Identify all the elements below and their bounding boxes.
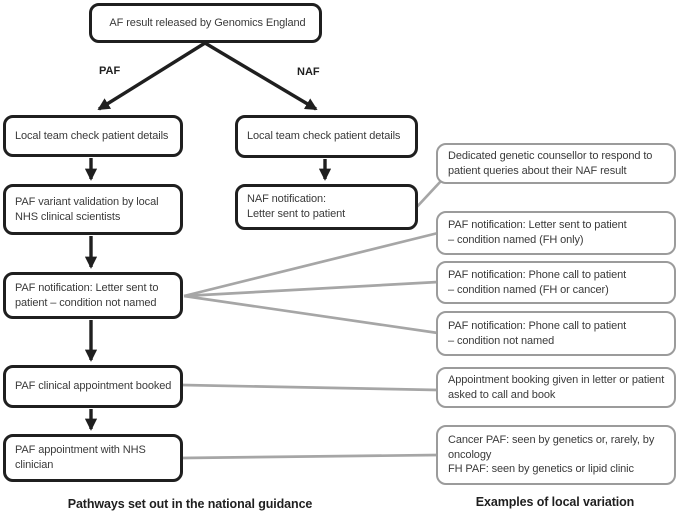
variation-naf-counsellor-label: Dedicated genetic counsellor to respond … [448,149,653,177]
node-paf-notification: PAF notification: Letter sent to patient… [3,272,183,319]
node-paf-appointment-booked: PAF clinical appointment booked [3,365,183,408]
branch-label-paf: PAF [99,65,121,77]
node-af-result: AF result released by Genomics England [89,3,322,43]
node-paf-notification-label: PAF notification: Letter sent to patient… [15,281,159,309]
caption-national-guidance: Pathways set out in the national guidanc… [67,497,313,511]
variation-appointment-booking: Appointment booking given in letter or p… [436,367,676,408]
node-paf-check-details: Local team check patient details [3,115,183,157]
variation-naf-counsellor: Dedicated genetic counsellor to respond … [436,143,676,184]
variation-phone-condition-not-named-label: PAF notification: Phone call to patient … [448,319,627,347]
variation-clinic-seen-by-label: Cancer PAF: seen by genetics or, rarely,… [448,433,655,476]
node-paf-nhs-clinician: PAF appointment with NHS clinician [3,434,183,482]
node-naf-check-details-label: Local team check patient details [247,130,401,143]
node-paf-check-details-label: Local team check patient details [15,129,169,142]
node-naf-notification-label: NAF notification: Letter sent to patient [247,193,346,220]
node-paf-appointment-booked-label: PAF clinical appointment booked [15,380,172,393]
caption-local-variation: Examples of local variation [475,495,635,509]
black-arrows [84,41,332,431]
node-naf-notification: NAF notification: Letter sent to patient [235,184,418,230]
variation-phone-condition-not-named: PAF notification: Phone call to patient … [436,311,676,356]
node-af-result-label: AF result released by Genomics England [109,16,306,29]
node-paf-variant-validation-label: PAF variant validation by local NHS clin… [15,195,159,223]
variation-letter-condition-named-label: PAF notification: Letter sent to patient… [448,219,627,246]
node-paf-nhs-clinician-label: PAF appointment with NHS clinician [15,444,146,471]
variation-clinic-seen-by: Cancer PAF: seen by genetics or, rarely,… [436,425,676,485]
gray-connectors [181,180,442,460]
variation-phone-condition-named-label: PAF notification: Phone call to patient … [448,268,627,296]
variation-appointment-booking-label: Appointment booking given in letter or p… [448,373,665,401]
branch-label-naf: NAF [297,66,320,78]
node-naf-check-details: Local team check patient details [235,115,418,158]
variation-phone-condition-named: PAF notification: Phone call to patient … [436,261,676,304]
node-paf-variant-validation: PAF variant validation by local NHS clin… [3,184,183,235]
variation-letter-condition-named: PAF notification: Letter sent to patient… [436,211,676,255]
